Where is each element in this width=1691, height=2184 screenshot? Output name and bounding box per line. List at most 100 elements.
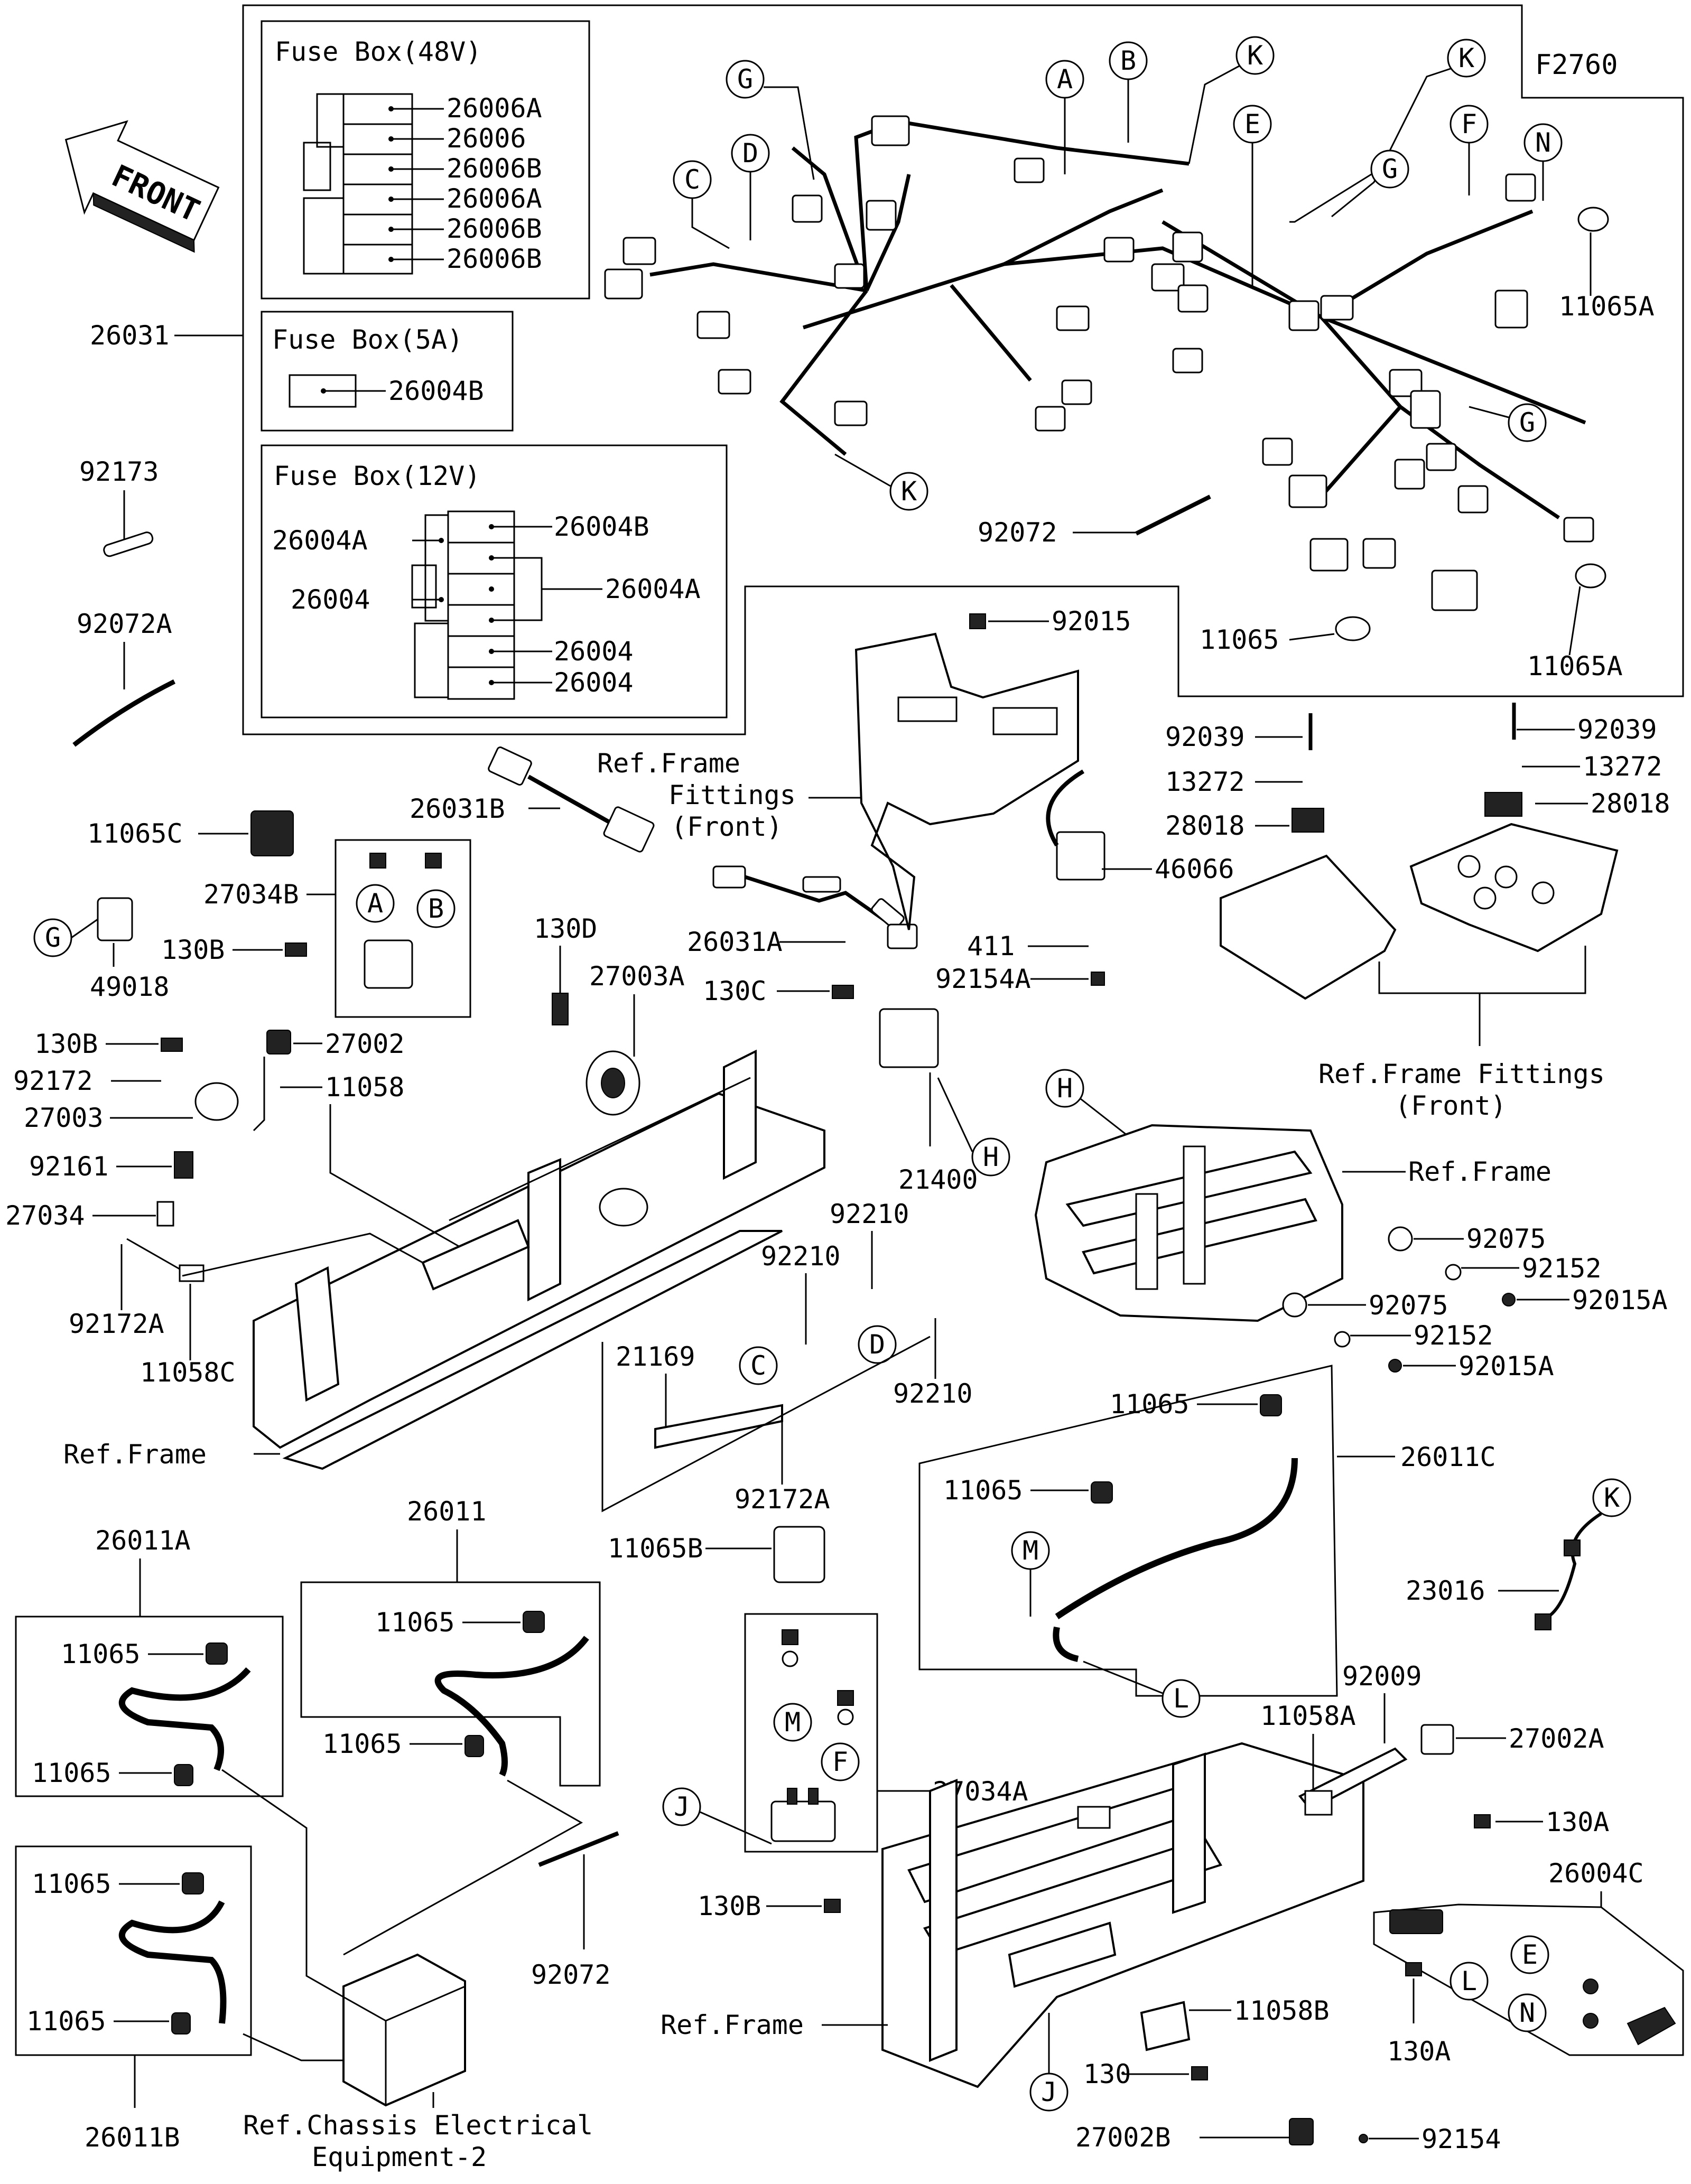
part-46066: 46066 [1155, 854, 1234, 884]
part-130C: 130C [703, 976, 766, 1006]
part-92154A: 92154A [935, 964, 1031, 994]
part-92072-b: 92072 [531, 1959, 611, 1990]
bolt-130D [552, 993, 569, 1025]
bolt-130B-a [285, 942, 307, 957]
part-11065-a1: 11065 [61, 1639, 141, 1669]
cable-26011B [118, 1900, 227, 2024]
cable-26011A [118, 1667, 251, 1771]
fuse-12v-part-r2: 26004A [605, 574, 701, 604]
part-130B-b: 130B [34, 1029, 98, 1059]
svg-text:A: A [1057, 64, 1073, 95]
part-11065-b1: 11065 [375, 1607, 455, 1638]
part-11065-c1: 11065 [1110, 1389, 1190, 1420]
part-92152-b: 92152 [1414, 1320, 1493, 1351]
part-11065B: 11065B [608, 1533, 703, 1564]
screw-92154 [1359, 2134, 1368, 2143]
ref-frame-fittings-1-line3: (Front) [671, 811, 783, 842]
part-92173: 92173 [79, 456, 159, 487]
fuse-holder-26004C [1389, 1909, 1443, 1934]
part-92172: 92172 [13, 1066, 93, 1096]
part-49018: 49018 [90, 972, 170, 1002]
part-92152-a: 92152 [1522, 1253, 1602, 1284]
nut-b-icon [425, 853, 442, 869]
svg-text:C: C [750, 1350, 766, 1381]
frame-detail-right [1034, 1124, 1343, 1322]
ref-frame-fittings-2-line2: (Front) [1395, 1090, 1507, 1121]
svg-text:K: K [901, 476, 917, 507]
bracket-28018-a [1292, 808, 1324, 833]
front-arrow-icon: FRONT [64, 120, 220, 253]
svg-text:G: G [1382, 154, 1398, 184]
nut-f-icon [837, 1690, 854, 1706]
svg-text:H: H [983, 1142, 999, 1172]
part-28018-a: 28018 [1165, 810, 1245, 841]
part-92015A-a: 92015A [1572, 1285, 1668, 1315]
part-27002A: 27002A [1509, 1723, 1604, 1754]
circle-label-a [356, 884, 395, 923]
circle-label-g-1 [726, 60, 765, 99]
svg-text:D: D [869, 1329, 885, 1360]
relay-27002B [1289, 2118, 1314, 2145]
part-11065-top: 11065 [1200, 624, 1279, 655]
ref-chassis-line2: Equipment-2 [312, 2142, 487, 2172]
svg-text:K: K [1247, 40, 1263, 71]
fuse-box-5a-outline [261, 311, 514, 432]
fuse-5a-part-1: 26004B [388, 376, 484, 406]
part-26031: 26031 [90, 320, 170, 351]
part-26031A: 26031A [687, 927, 783, 957]
fuse-48v-part-2: 26006 [447, 123, 526, 154]
part-11065C: 11065C [87, 818, 183, 849]
svg-text:J: J [674, 1791, 690, 1822]
circle-label-f-2 [821, 1742, 860, 1781]
part-11058C: 11058C [140, 1357, 236, 1388]
socket-46066 [1046, 769, 1105, 881]
part-92172A-mid: 92172A [735, 1484, 830, 1515]
fuse-48v-part-3: 26006B [447, 153, 542, 184]
part-92210-a: 92210 [830, 1199, 909, 1229]
cable-tie-92072-a [1135, 494, 1211, 536]
circle-label-k-3 [889, 472, 928, 511]
bracket-11058 [253, 1057, 265, 1132]
part-21400: 21400 [898, 1164, 978, 1195]
svg-text:A: A [367, 888, 383, 919]
circle-label-g-2 [1370, 150, 1409, 189]
part-13272-a: 13272 [1165, 767, 1245, 797]
nut-92015A-a [1502, 1293, 1516, 1306]
part-92075-a: 92075 [1466, 1224, 1546, 1254]
bracket-11058B [1140, 2001, 1191, 2051]
part-26011C: 26011C [1400, 1442, 1496, 1472]
main-frame-rear [881, 1742, 1364, 2088]
ref-frame-fittings-2-line1: Ref.Frame Fittings [1318, 1059, 1605, 1089]
ref-frame-fittings-1-line1: Ref.Frame [597, 748, 740, 779]
cover-11065B [773, 1526, 825, 1583]
part-27003: 27003 [24, 1103, 104, 1133]
group-26011B-outline [15, 1845, 252, 2056]
part-27002B: 27002B [1075, 2122, 1171, 2153]
circle-label-k-4 [1592, 1478, 1631, 1517]
group-26011-outline [300, 1581, 601, 1787]
svg-text:E: E [1244, 109, 1260, 139]
part-92075-b: 92075 [1369, 1290, 1448, 1321]
harness-connectors [604, 115, 1609, 641]
svg-text:G: G [737, 64, 753, 95]
bolt-130B-b [161, 1038, 183, 1052]
part-11058: 11058 [325, 1072, 405, 1103]
group-27034B-outline [335, 839, 471, 1018]
part-21169: 21169 [616, 1341, 695, 1372]
circle-label-g-3 [1508, 403, 1547, 442]
svg-text:N: N [1535, 127, 1551, 158]
nut-92015 [969, 613, 986, 629]
fuse-12v-part-r3: 26004 [554, 636, 634, 667]
bracket-21169 [654, 1404, 783, 1449]
circle-label-n-2 [1508, 1993, 1547, 2032]
grommet-92075-a [1388, 1226, 1413, 1252]
part-92210-b: 92210 [761, 1241, 841, 1272]
circle-label-j-1 [662, 1787, 701, 1826]
group-27034A-outline [744, 1613, 878, 1853]
front-fitting-bracket [854, 632, 1079, 930]
svg-text:M: M [1023, 1535, 1038, 1566]
part-26011: 26011 [407, 1496, 487, 1527]
washer-92152-b [1334, 1331, 1351, 1348]
fuse-block-26004C [1627, 2006, 1676, 2046]
